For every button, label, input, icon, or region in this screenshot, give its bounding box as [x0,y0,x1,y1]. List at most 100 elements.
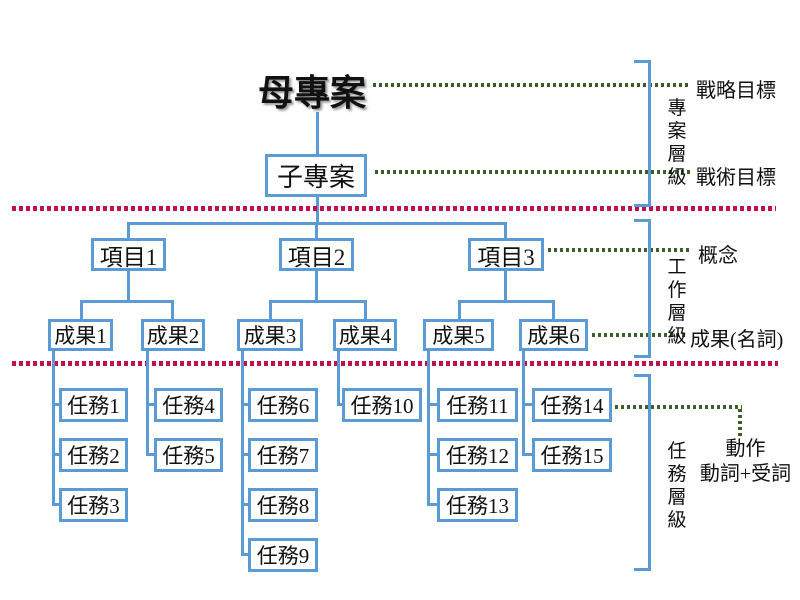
node-root-project: 母專案 [258,73,367,113]
dotted-line-strategic [373,83,690,87]
node-project-2: 項目2 [279,238,354,271]
node-task-6: 任務6 [248,388,318,422]
divider-red-top [12,206,776,211]
node-outcome-4-label: 成果4 [338,324,392,348]
bracket-project-level [634,60,651,207]
level-label-task: 任務層級 [667,441,687,531]
task-stub [427,503,439,506]
node-task-11: 任務11 [437,388,518,422]
node-task-9: 任務9 [248,538,318,572]
annotation-action: 動作 動詞+受詞 [693,437,798,487]
node-task-12: 任務12 [437,438,518,472]
node-task-11-label: 任務11 [446,394,509,418]
task-stub [52,453,61,456]
node-project-2-label: 項目2 [287,244,346,270]
annotation-action-line1: 動作 [725,438,766,460]
dotted-line-action-drop [738,409,742,437]
node-task-3: 任務3 [59,488,128,522]
node-outcome-3: 成果3 [237,319,303,351]
annotation-concept: 概念 [698,245,738,267]
node-outcome-6-label: 成果6 [527,324,580,348]
node-task-9-label: 任務9 [256,544,310,568]
node-subproject: 子專案 [265,154,367,197]
task-spine-5 [427,350,430,506]
node-project-1-label: 項目1 [99,244,158,270]
connector-outcome-splitter-2 [269,300,367,303]
task-stub [146,453,156,456]
task-stub [427,453,439,456]
node-outcome-4: 成果4 [333,319,397,351]
node-task-5: 任務5 [154,438,223,472]
node-task-1-label: 任務1 [67,394,120,418]
node-task-10: 任務10 [342,388,422,422]
annotation-outcome-noun: 成果(名詞) [690,329,784,351]
node-task-4-label: 任務4 [162,394,215,418]
node-task-15: 任務15 [532,438,612,472]
node-task-4: 任務4 [154,388,223,422]
connector-drop [552,300,555,319]
connector-drop [504,271,507,302]
node-outcome-6: 成果6 [519,319,588,351]
connector-root-to-subproject [316,112,319,155]
node-task-1: 任務1 [59,388,128,422]
node-task-5-label: 任務5 [162,444,215,468]
level-label-project: 專案層級 [667,98,687,188]
node-subproject-label: 子專案 [276,163,355,192]
node-task-2-label: 任務2 [67,444,120,468]
connector-drop [364,300,367,319]
node-task-7-label: 任務7 [256,444,310,468]
task-stub [241,503,250,506]
node-outcome-1: 成果1 [48,319,113,351]
node-outcome-2-label: 成果2 [146,324,200,348]
task-stub [427,403,439,406]
annotation-strategic-goal: 戰略目標 [696,80,776,102]
task-stub [146,403,156,406]
node-task-6-label: 任務6 [256,394,310,418]
connector-drop [504,222,507,238]
connector-drop [127,222,130,238]
connector-outcome-splitter-3 [458,300,554,303]
node-outcome-2: 成果2 [141,319,205,351]
node-task-8: 任務8 [248,488,318,522]
connector-drop [315,271,318,302]
connector-drop [269,300,272,319]
node-outcome-3-label: 成果3 [243,324,297,348]
task-spine-4 [337,350,340,406]
bracket-work-level [634,219,651,358]
connector-drop [171,300,174,319]
task-stub [522,403,534,406]
annotation-action-line2: 動詞+受詞 [699,463,792,485]
connector-drop [127,271,130,302]
connector-drop [458,300,461,319]
level-label-work: 工作層級 [667,257,687,347]
task-stub [241,403,250,406]
bracket-task-level [634,374,651,571]
task-spine-1 [52,350,55,506]
task-stub [52,503,61,506]
task-stub [241,553,250,556]
dotted-line-action [615,405,742,409]
node-task-15-label: 任務15 [540,444,604,468]
node-outcome-5-label: 成果5 [432,324,485,348]
task-stub [522,453,534,456]
node-project-1: 項目1 [91,238,166,271]
task-stub [337,403,344,406]
connector-drop [315,222,318,238]
node-task-2: 任務2 [59,438,128,472]
node-task-7: 任務7 [248,438,318,472]
connector-drop [80,300,83,319]
task-stub [52,403,61,406]
node-outcome-1-label: 成果1 [54,324,107,348]
node-task-8-label: 任務8 [256,494,310,518]
node-task-14-label: 任務14 [540,394,604,418]
connector-outcome-splitter-1 [80,300,174,303]
node-task-3-label: 任務3 [67,494,120,518]
node-project-3: 項目3 [468,238,544,271]
dotted-line-outcome-noun [592,333,688,337]
node-outcome-5: 成果5 [423,319,494,351]
node-task-14: 任務14 [532,388,612,422]
node-task-10-label: 任務10 [350,394,414,418]
node-task-13: 任務13 [437,488,518,522]
node-task-12-label: 任務12 [446,444,509,468]
